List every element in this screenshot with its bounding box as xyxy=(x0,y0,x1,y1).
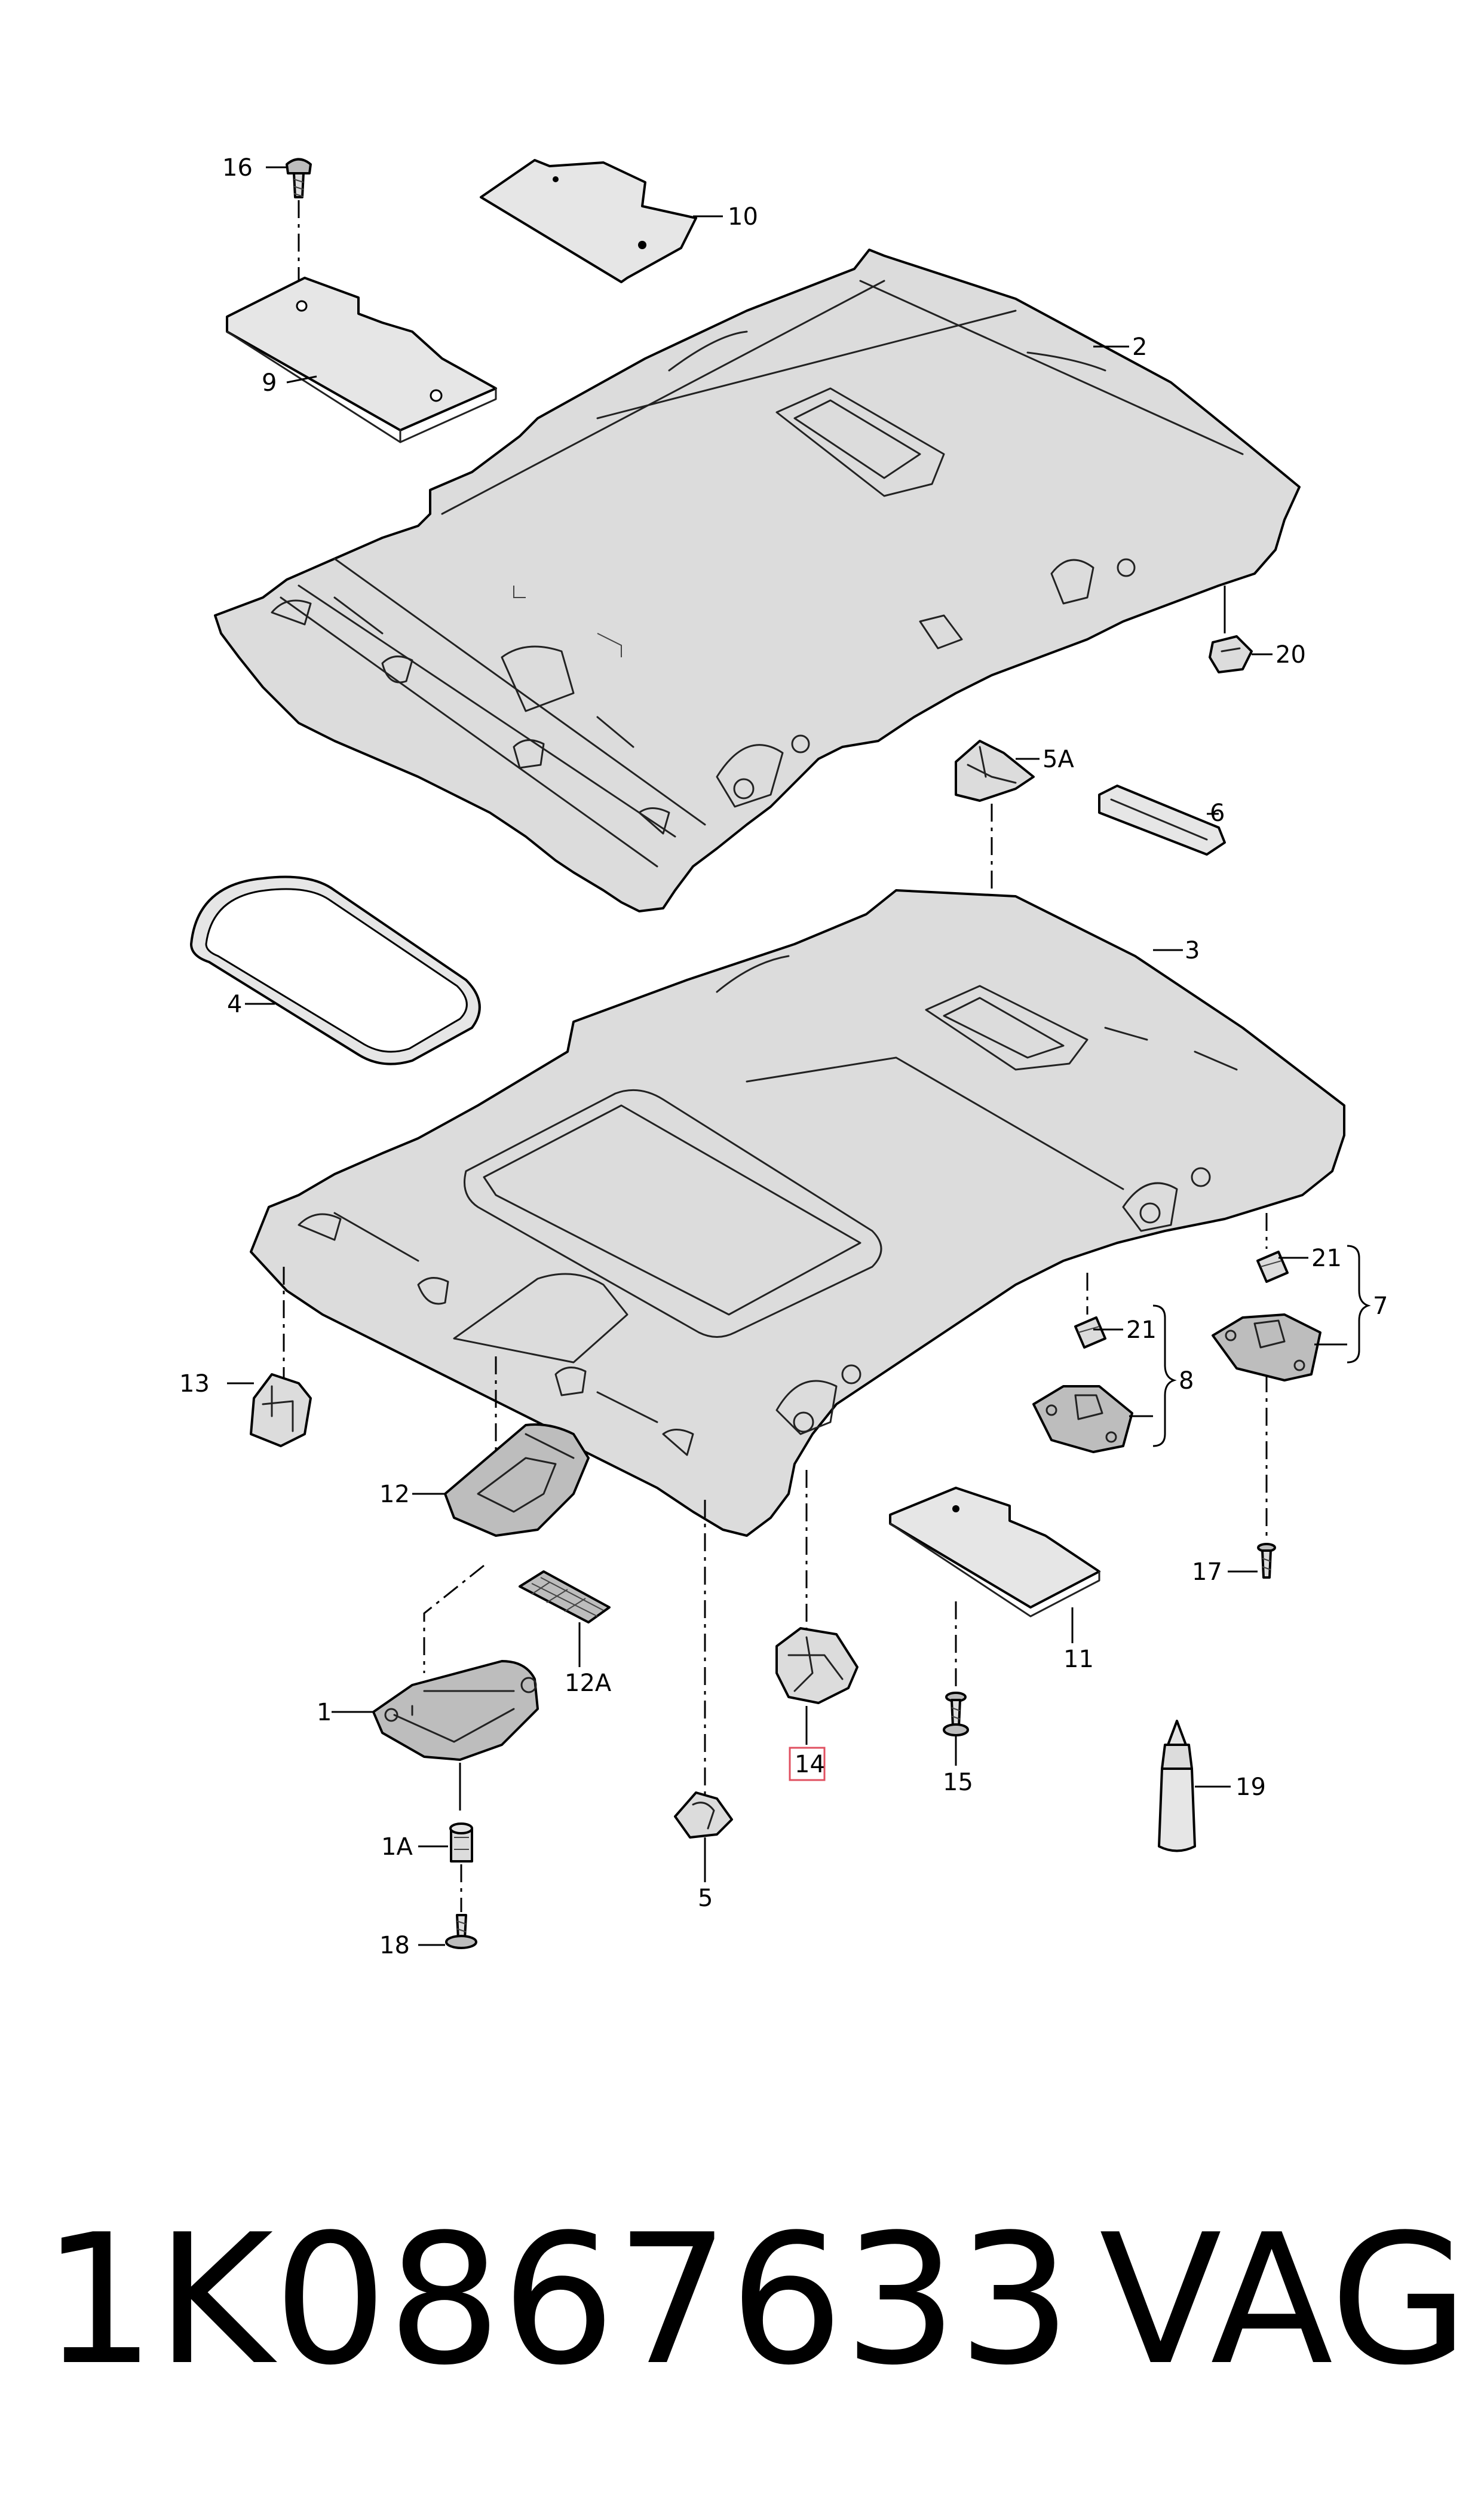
callout-5a: 5A xyxy=(1043,746,1074,773)
parts-diagram: 16 10 2 9 20 5A 6 3 4 21 21 7 8 13 12 12… xyxy=(179,154,1388,1959)
part-5a-bracket xyxy=(955,740,1035,802)
callout-8: 8 xyxy=(1179,1367,1194,1395)
part-16-screw xyxy=(286,158,312,198)
part-18-screw xyxy=(445,1914,477,1949)
callout-14: 14 xyxy=(795,1751,825,1778)
callout-10: 10 xyxy=(728,203,758,231)
callout-12: 12 xyxy=(379,1481,410,1508)
dash-1 xyxy=(423,1564,485,1673)
footer-caption: 1K0867633 VAG xyxy=(0,2175,1484,2426)
part-4-sunroof-seal xyxy=(190,875,481,1065)
callout-2: 2 xyxy=(1132,333,1147,361)
callout-6: 6 xyxy=(1210,799,1225,827)
part-1a-spacer xyxy=(449,1822,473,1863)
callout-4: 4 xyxy=(227,991,242,1018)
part-14-retainer xyxy=(775,1627,858,1704)
callout-13: 13 xyxy=(179,1370,210,1398)
part-20-clip xyxy=(1209,635,1253,673)
part-12a-grille xyxy=(519,1570,611,1623)
brace-8 xyxy=(1152,1304,1177,1447)
callout-21-right: 21 xyxy=(1311,1245,1342,1272)
part-5-clip xyxy=(674,1791,733,1839)
part-15-screw xyxy=(943,1692,969,1736)
part-number: 1K0867633 xyxy=(42,2196,1072,2404)
part-19-adhesive-bottle xyxy=(1158,1720,1196,1852)
callout-12a: 12A xyxy=(565,1670,612,1697)
part-11-insulation-mat xyxy=(889,1487,1100,1618)
part-10-insulation-mat xyxy=(480,159,697,283)
callout-16: 16 xyxy=(222,154,253,182)
leader-9 xyxy=(286,375,317,384)
callout-3: 3 xyxy=(1185,937,1200,964)
callout-17: 17 xyxy=(1192,1558,1222,1586)
part-1-interior-light-console xyxy=(372,1660,539,1761)
callout-1: 1 xyxy=(317,1699,332,1726)
callout-20: 20 xyxy=(1275,641,1306,669)
part-9-insulation-mat xyxy=(226,277,497,443)
part-12-console-housing xyxy=(444,1423,590,1537)
callout-5: 5 xyxy=(698,1885,713,1912)
callout-15: 15 xyxy=(943,1769,973,1796)
callout-14-highlighted[interactable]: 14 xyxy=(789,1747,826,1781)
part-13-bracket xyxy=(250,1373,312,1447)
part-21-clip-left xyxy=(1074,1316,1106,1349)
part-2-headliner xyxy=(214,249,1301,912)
part-7-mount xyxy=(1212,1313,1322,1381)
part-17-screw xyxy=(1257,1543,1276,1579)
part-6-seal xyxy=(1098,785,1226,856)
callout-11: 11 xyxy=(1063,1646,1094,1673)
part-8-mount xyxy=(1032,1385,1133,1453)
callout-18: 18 xyxy=(379,1932,410,1959)
callout-21-left: 21 xyxy=(1126,1316,1157,1344)
callout-19: 19 xyxy=(1235,1773,1266,1801)
brand-name: VAG xyxy=(1099,2196,1469,2404)
brace-7 xyxy=(1347,1245,1371,1364)
part-21-clip-right xyxy=(1256,1251,1289,1283)
callout-9: 9 xyxy=(262,369,277,397)
callout-7: 7 xyxy=(1373,1292,1388,1320)
callout-1a: 1A xyxy=(381,1833,413,1861)
